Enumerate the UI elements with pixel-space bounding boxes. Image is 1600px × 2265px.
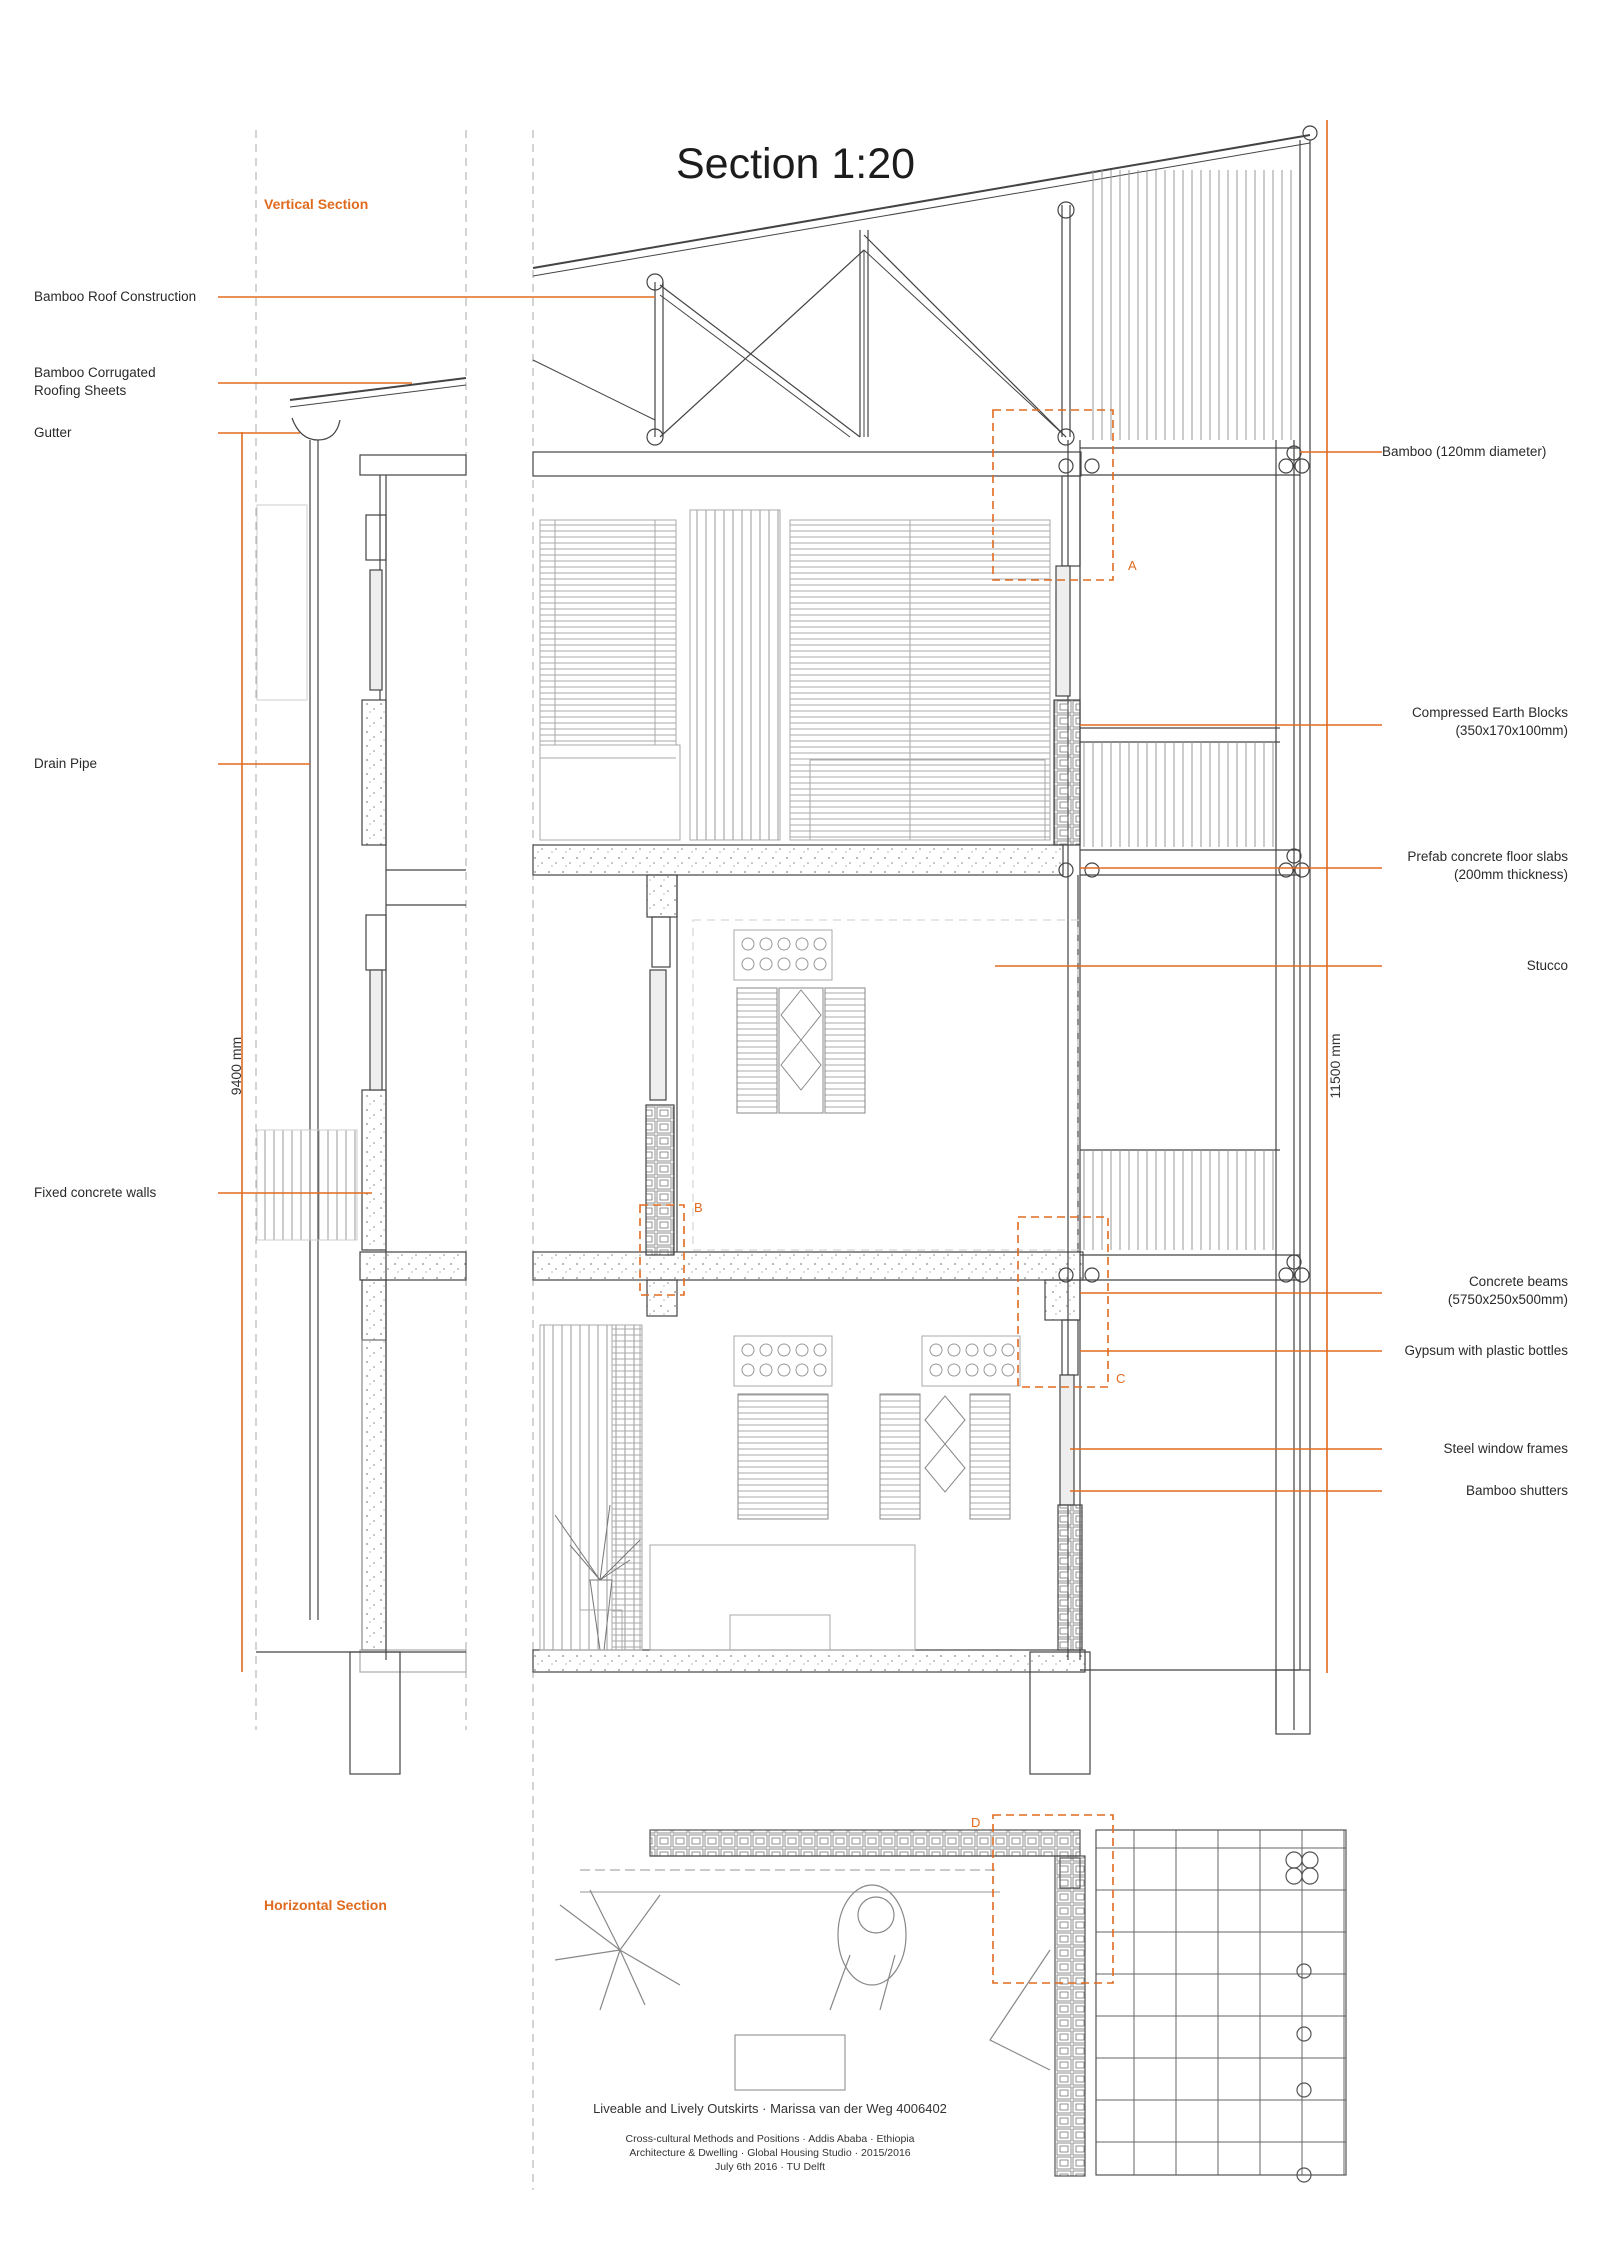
label-roofing-sheets-1: Bamboo Corrugated xyxy=(34,365,156,380)
label-gypsum: Gypsum with plastic bottles xyxy=(1404,1343,1568,1358)
credits-line-3: Architecture & Dwelling · Global Housing… xyxy=(629,2147,911,2159)
credits-line-4: July 6th 2016 · TU Delft xyxy=(714,2161,826,2173)
dimension-right: 11500 mm xyxy=(1327,1033,1343,1099)
label-earth-blocks-1: Compressed Earth Blocks xyxy=(1411,705,1568,720)
label-floor-slabs-2: (200mm thickness) xyxy=(1453,867,1568,882)
label-stucco: Stucco xyxy=(1526,958,1568,973)
detail-label-d: D xyxy=(971,1815,981,1830)
label-beams-2: (5750x250x500mm) xyxy=(1447,1292,1568,1307)
horizontal-section-plan xyxy=(554,1829,1347,2183)
heading-horizontal-section: Horizontal Section xyxy=(264,1897,387,1913)
breeze-blocks-mid xyxy=(741,937,827,971)
label-window-frames: Steel window frames xyxy=(1443,1441,1568,1456)
leader-lines xyxy=(218,296,1382,1492)
roof xyxy=(289,125,1318,446)
heading-vertical-section: Vertical Section xyxy=(264,196,369,212)
dimension-lines xyxy=(241,120,1328,1673)
label-bamboo: Bamboo (120mm diameter) xyxy=(1382,444,1547,459)
page-title: Section 1:20 xyxy=(676,140,916,188)
label-concrete-walls: Fixed concrete walls xyxy=(34,1185,157,1200)
dimension-left: 9400 mm xyxy=(228,1036,244,1096)
label-earth-blocks-2: (350x170x100mm) xyxy=(1455,723,1568,738)
label-gutter: Gutter xyxy=(34,425,72,440)
credits-line-2: Cross-cultural Methods and Positions · A… xyxy=(625,2133,915,2145)
credits-block: Liveable and Lively Outskirts · Marissa … xyxy=(560,2100,980,2174)
detail-boxes xyxy=(639,409,1114,1984)
label-beams-1: Concrete beams xyxy=(1468,1274,1568,1289)
credits-line-1: Liveable and Lively Outskirts · Marissa … xyxy=(593,2101,947,2116)
detail-label-c: C xyxy=(1116,1371,1126,1386)
label-shutters: Bamboo shutters xyxy=(1465,1483,1568,1498)
interior-elevation xyxy=(256,504,1079,1651)
label-roof-construction: Bamboo Roof Construction xyxy=(34,289,197,304)
detail-label-b: B xyxy=(694,1200,703,1215)
label-floor-slabs-1: Prefab concrete floor slabs xyxy=(1407,849,1568,864)
label-drain-pipe: Drain Pipe xyxy=(34,756,98,771)
label-roofing-sheets-2: Roofing Sheets xyxy=(34,383,127,398)
detail-label-a: A xyxy=(1128,558,1137,573)
structure xyxy=(256,140,1311,1775)
